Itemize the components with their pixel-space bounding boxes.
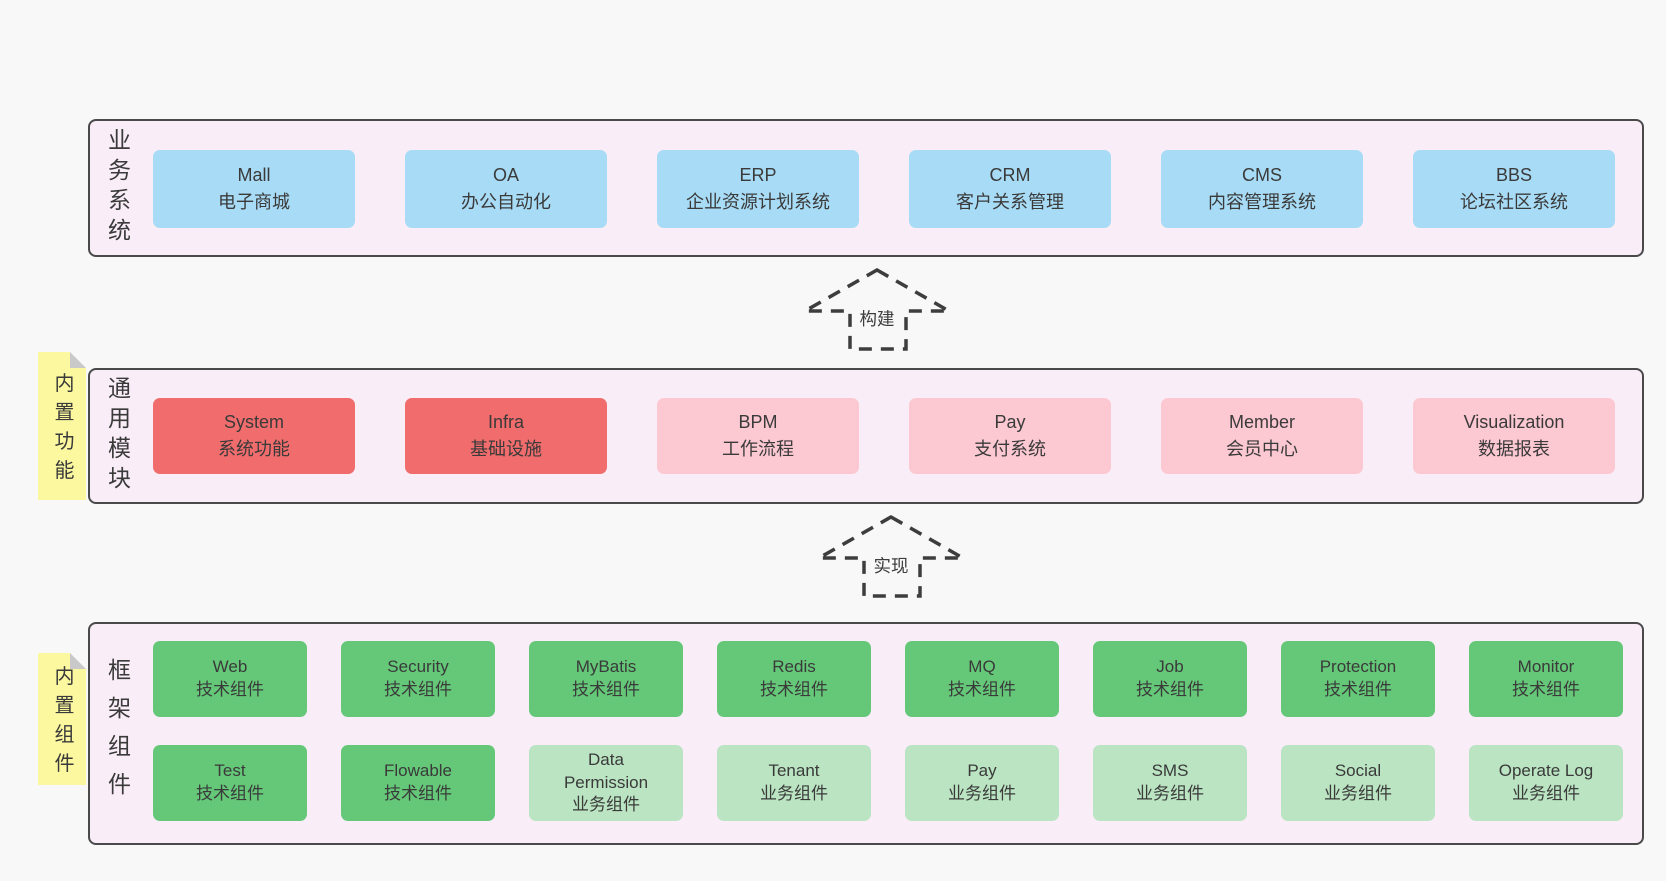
framework-card-job: Job 技术组件 bbox=[1093, 641, 1247, 717]
module-card-visualization: Visualization 数据报表 bbox=[1413, 398, 1615, 474]
implement-arrow-label: 实现 bbox=[870, 555, 912, 578]
panel-business-systems: 业务系统 Mall 电子商城 OA 办公自动化 ERP 企业资源计划系统 CRM… bbox=[88, 119, 1644, 257]
panel-label-common-modules: 通用模块 bbox=[104, 376, 131, 496]
framework-card-mybatis: MyBatis 技术组件 bbox=[529, 641, 683, 717]
builtin-components-sticky-note: 内置组件 bbox=[38, 653, 86, 785]
panel-common-modules: 通用模块 System 系统功能 Infra 基础设施 BPM 工作流程 Pay… bbox=[88, 368, 1644, 504]
panel-label-business-systems: 业务系统 bbox=[104, 128, 131, 248]
module-card-system: System 系统功能 bbox=[153, 398, 355, 474]
business-card-cms: CMS 内容管理系统 bbox=[1161, 150, 1363, 228]
block-arrow-up-icon bbox=[798, 267, 956, 351]
business-card-erp: ERP 企业资源计划系统 bbox=[657, 150, 859, 228]
framework-card-web: Web 技术组件 bbox=[153, 641, 307, 717]
framework-card-security: Security 技术组件 bbox=[341, 641, 495, 717]
build-arrow-label: 构建 bbox=[856, 308, 898, 331]
framework-card-monitor: Monitor 技术组件 bbox=[1469, 641, 1623, 717]
framework-card-protection: Protection 技术组件 bbox=[1281, 641, 1435, 717]
framework-card-mq: MQ 技术组件 bbox=[905, 641, 1059, 717]
build-arrow-icon: 构建 bbox=[798, 266, 956, 352]
framework-card-operate-log: Operate Log 业务组件 bbox=[1469, 745, 1623, 821]
block-arrow-up-icon bbox=[812, 514, 970, 598]
panel-framework-components: 框架组件 Web 技术组件 Security 技术组件 MyBatis 技术组件… bbox=[88, 622, 1644, 845]
framework-card-flowable: Flowable 技术组件 bbox=[341, 745, 495, 821]
business-card-mall: Mall 电子商城 bbox=[153, 150, 355, 228]
framework-card-pay: Pay 业务组件 bbox=[905, 745, 1059, 821]
business-card-oa: OA 办公自动化 bbox=[405, 150, 607, 228]
builtin-functions-sticky-note: 内置功能 bbox=[38, 352, 86, 500]
module-card-pay: Pay 支付系统 bbox=[909, 398, 1111, 474]
framework-card-social: Social 业务组件 bbox=[1281, 745, 1435, 821]
framework-card-redis: Redis 技术组件 bbox=[717, 641, 871, 717]
module-card-infra: Infra 基础设施 bbox=[405, 398, 607, 474]
framework-card-sms: SMS 业务组件 bbox=[1093, 745, 1247, 821]
module-card-bpm: BPM 工作流程 bbox=[657, 398, 859, 474]
business-card-bbs: BBS 论坛社区系统 bbox=[1413, 150, 1615, 228]
business-card-crm: CRM 客户关系管理 bbox=[909, 150, 1111, 228]
framework-card-tenant: Tenant 业务组件 bbox=[717, 745, 871, 821]
builtin-components-note-label: 内置组件 bbox=[51, 665, 73, 782]
module-card-member: Member 会员中心 bbox=[1161, 398, 1363, 474]
implement-arrow-icon: 实现 bbox=[812, 513, 970, 599]
framework-card-row-top: Web 技术组件 Security 技术组件 MyBatis 技术组件 Redi… bbox=[153, 641, 1623, 717]
panel-label-framework-components: 框架组件 bbox=[104, 657, 131, 810]
framework-card-test: Test 技术组件 bbox=[153, 745, 307, 821]
builtin-functions-note-label: 内置功能 bbox=[51, 372, 73, 489]
module-card-row: System 系统功能 Infra 基础设施 BPM 工作流程 Pay 支付系统… bbox=[153, 398, 1615, 474]
business-card-row: Mall 电子商城 OA 办公自动化 ERP 企业资源计划系统 CRM 客户关系… bbox=[153, 150, 1615, 228]
framework-card-data-permission: Data Permission 业务组件 bbox=[529, 745, 683, 821]
framework-card-row-bottom: Test 技术组件 Flowable 技术组件 Data Permission … bbox=[153, 745, 1623, 821]
